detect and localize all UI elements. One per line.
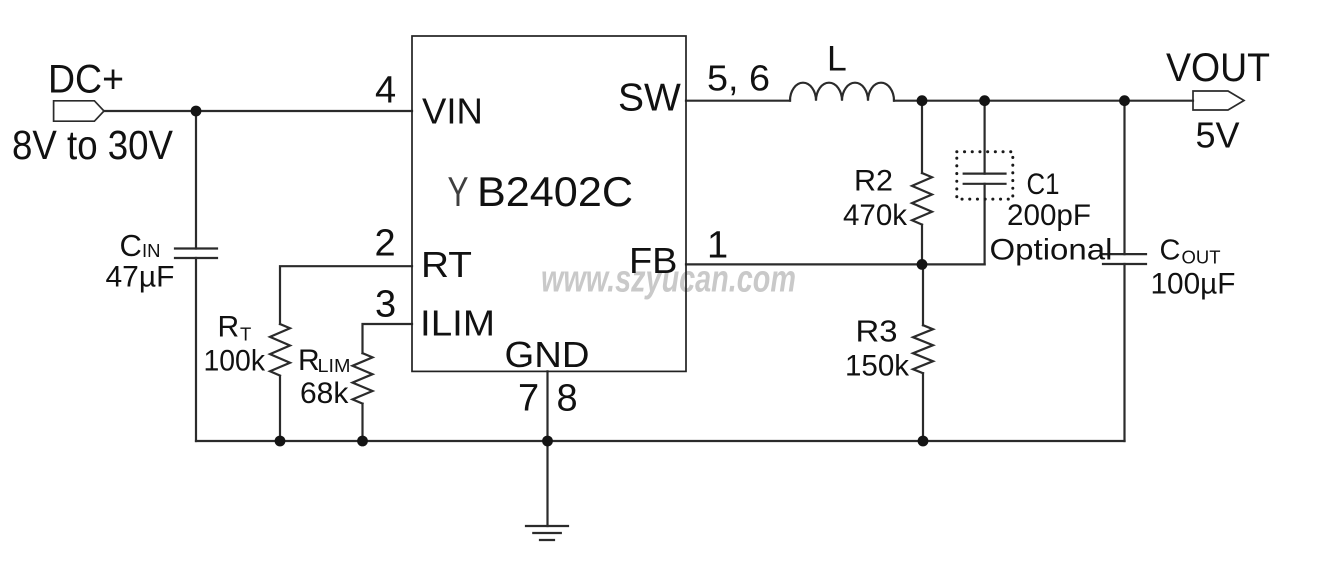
svg-text:8: 8 — [557, 378, 578, 420]
svg-text:DC+: DC+ — [48, 58, 124, 102]
svg-text:SW: SW — [618, 77, 681, 120]
svg-text:C: C — [120, 228, 142, 263]
svg-text:LIM: LIM — [318, 355, 351, 376]
svg-text:2: 2 — [375, 223, 396, 265]
svg-text:150k: 150k — [845, 350, 910, 383]
svg-text:VOUT: VOUT — [1166, 46, 1270, 90]
svg-text:T: T — [240, 324, 251, 345]
svg-text:5, 6: 5, 6 — [707, 58, 770, 99]
svg-text:C1: C1 — [1027, 168, 1060, 201]
svg-text:47µF: 47µF — [106, 261, 175, 294]
svg-text:IN: IN — [142, 240, 161, 261]
svg-text:3: 3 — [375, 284, 396, 326]
svg-text:7: 7 — [518, 378, 539, 420]
svg-text:100µF: 100µF — [1151, 268, 1236, 301]
svg-text:FB: FB — [629, 240, 678, 281]
svg-text:Y: Y — [448, 168, 469, 215]
svg-text:5V: 5V — [1196, 115, 1240, 156]
svg-text:ILIM: ILIM — [420, 303, 495, 344]
svg-text:100k: 100k — [204, 345, 266, 378]
svg-text:R: R — [218, 311, 240, 344]
svg-text:4: 4 — [375, 70, 396, 112]
svg-text:470k: 470k — [843, 199, 908, 232]
svg-text:C: C — [1160, 235, 1181, 267]
svg-text:R2: R2 — [854, 165, 893, 198]
svg-text:1: 1 — [707, 225, 728, 267]
svg-text:Optional: Optional — [990, 234, 1113, 267]
svg-text:OUT: OUT — [1182, 247, 1221, 268]
svg-text:VIN: VIN — [422, 91, 483, 132]
svg-text:GND: GND — [505, 334, 590, 375]
svg-text:200pF: 200pF — [1007, 199, 1091, 232]
svg-text:B2402C: B2402C — [477, 168, 633, 215]
svg-text:68k: 68k — [300, 377, 349, 410]
svg-text:L: L — [827, 39, 847, 79]
svg-text:R: R — [298, 344, 320, 377]
svg-text:R3: R3 — [856, 314, 898, 349]
svg-text:RT: RT — [421, 244, 472, 285]
svg-text:8V to 30V: 8V to 30V — [12, 122, 174, 168]
